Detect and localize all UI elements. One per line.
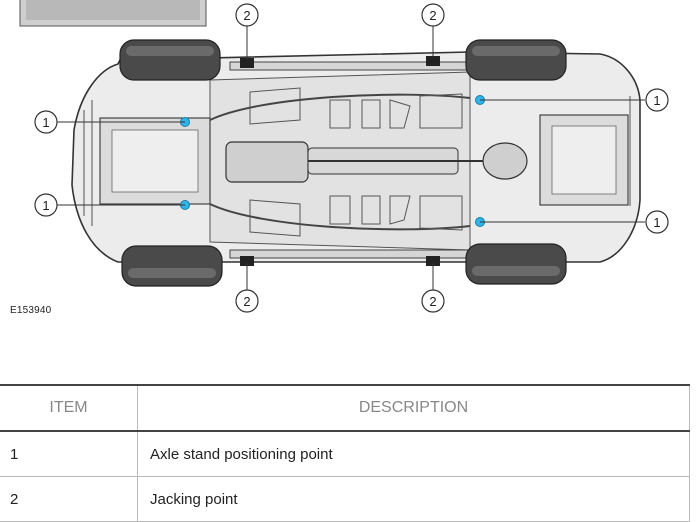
- rear-left-wheel: [465, 39, 567, 81]
- callout-1-front-top: 1: [34, 110, 58, 134]
- legend-header-description: DESCRIPTION: [137, 384, 690, 432]
- front-left-wheel: [119, 39, 221, 81]
- legend-item-description: Axle stand positioning point: [137, 431, 690, 477]
- callout-1-rear-bottom: 1: [645, 210, 669, 234]
- svg-text:1: 1: [653, 93, 660, 108]
- callout-2-front-bottom: 2: [235, 289, 259, 313]
- jacking-point-rear-bottom: [426, 256, 440, 266]
- svg-text:1: 1: [42, 115, 49, 130]
- legend-item-number: 2: [0, 476, 138, 522]
- callouts: 1 1 1 1 2 2 2 2: [34, 3, 669, 313]
- wheels: [119, 39, 567, 287]
- table-row: 2 Jacking point: [0, 476, 690, 522]
- vehicle-underside-diagram: 1 1 1 1 2 2 2 2: [19, 0, 669, 313]
- legend-table: ITEM DESCRIPTION 1 Axle stand positionin…: [0, 384, 690, 522]
- legend-header-item: ITEM: [0, 384, 138, 432]
- callout-2-front-top: 2: [235, 3, 259, 27]
- legend-item-number: 1: [0, 431, 138, 477]
- callout-2-rear-top: 2: [421, 3, 445, 27]
- inset-frame: [19, 0, 207, 27]
- svg-text:1: 1: [42, 198, 49, 213]
- figure-id: E153940: [10, 305, 52, 316]
- svg-text:2: 2: [243, 294, 250, 309]
- svg-text:2: 2: [429, 294, 436, 309]
- jacking-point-front-top: [240, 58, 254, 68]
- callout-1-front-bottom: 1: [34, 193, 58, 217]
- rear-right-wheel: [465, 243, 567, 285]
- svg-text:2: 2: [429, 8, 436, 23]
- table-row: 1 Axle stand positioning point: [0, 431, 690, 477]
- legend-header-row: ITEM DESCRIPTION: [0, 384, 690, 432]
- svg-text:2: 2: [243, 8, 250, 23]
- jacking-point-rear-top: [426, 56, 440, 66]
- svg-text:1: 1: [653, 215, 660, 230]
- leader-lines: [57, 26, 645, 290]
- jacking-point-markers: [240, 56, 440, 266]
- callout-2-rear-bottom: 2: [421, 289, 445, 313]
- legend-item-description: Jacking point: [137, 476, 690, 522]
- jacking-point-front-bottom: [240, 256, 254, 266]
- vehicle-body: [71, 51, 641, 263]
- callout-1-rear-top: 1: [645, 88, 669, 112]
- front-right-wheel: [121, 245, 223, 287]
